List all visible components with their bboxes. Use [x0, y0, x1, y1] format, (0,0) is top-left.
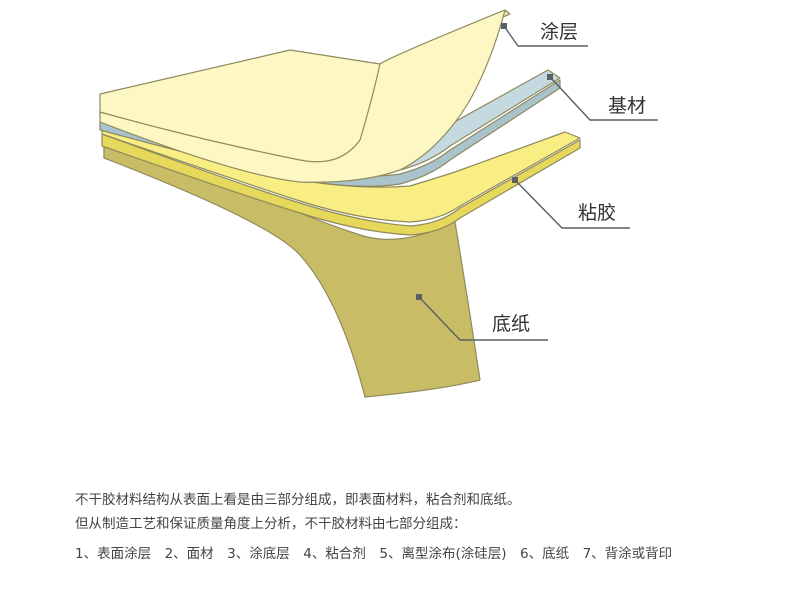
description-line-2: 但从制造工艺和保证质量角度上分析，不干胶材料由七部分组成： [75, 516, 467, 532]
backing-paper-label: 底纸 [492, 313, 530, 335]
coating-callout: 涂层 [501, 21, 588, 47]
coating-top-face [99, 9, 506, 183]
backing-paper-leader-line [418, 296, 548, 341]
coating-layer [99, 9, 511, 183]
face-material-leader-line [549, 76, 658, 121]
description-line-1: 不干胶材料结构从表面上看是由三部分组成，即表面材料，粘合剂和底纸。 [75, 492, 521, 508]
layer-structure-diagram: 涂层 基材 粘胶 底纸 [99, 9, 658, 398]
coating-label: 涂层 [540, 21, 578, 43]
face-material-label: 基材 [608, 95, 646, 117]
backing-paper-callout: 底纸 [416, 294, 548, 341]
description-component-list: 1、表面涂层 2、面材 3、涂底层 4、粘合剂 5、离型涂布(涂硅层) 6、底纸… [75, 546, 673, 562]
adhesive-label: 粘胶 [578, 202, 616, 224]
adhesive-leader-line [514, 179, 630, 229]
coating-leader-line [503, 25, 588, 47]
adhesive-side-edge [101, 133, 581, 236]
adhesive-callout: 粘胶 [512, 177, 630, 229]
face-material-callout: 基材 [547, 74, 658, 121]
description-block: 不干胶材料结构从表面上看是由三部分组成，即表面材料，粘合剂和底纸。 但从制造工艺… [75, 488, 775, 566]
